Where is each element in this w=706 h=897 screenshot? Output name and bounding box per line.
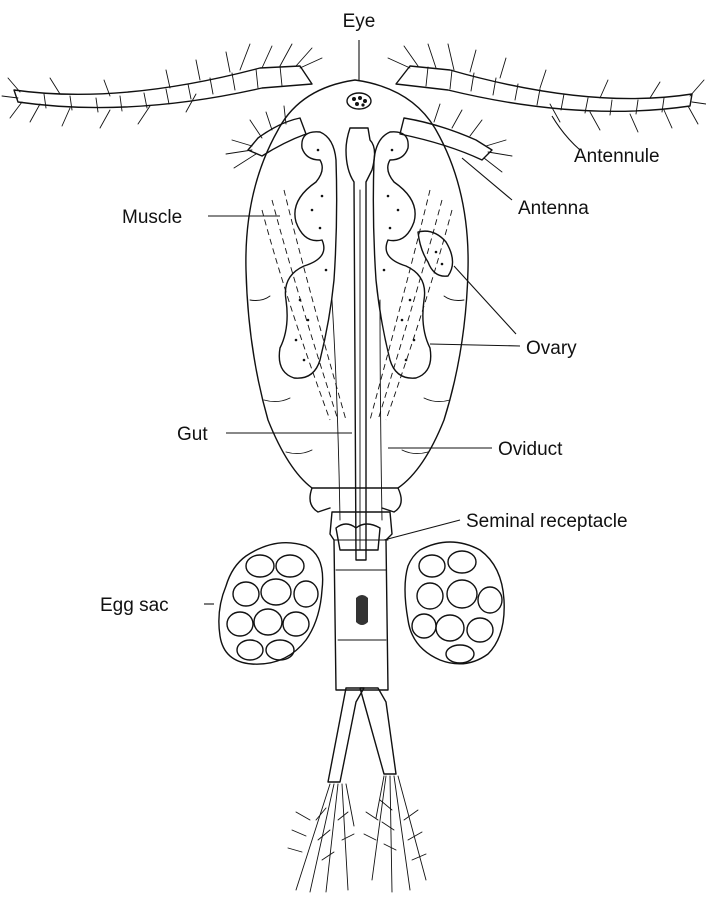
eye-structure (347, 93, 371, 109)
label-seminal-receptacle: Seminal receptacle (466, 511, 628, 532)
gut-structure (346, 128, 375, 560)
label-muscle: Muscle (122, 207, 182, 228)
label-ovary: Ovary (526, 338, 577, 359)
ovary-leader-lower (430, 344, 520, 346)
label-antenna: Antenna (518, 198, 589, 219)
label-antennule: Antennule (574, 146, 660, 167)
left-antenna (226, 106, 306, 168)
label-eye: Eye (343, 11, 376, 32)
antennule-leader (552, 116, 580, 150)
oviduct-structures (332, 300, 382, 520)
left-egg-sac (219, 543, 323, 664)
label-egg-sac: Egg sac (100, 595, 169, 616)
seminal-receptacle-leader (384, 520, 460, 540)
right-antenna (400, 104, 512, 172)
caudal-setae (288, 776, 426, 892)
antenna-leader (462, 158, 512, 200)
label-oviduct: Oviduct (498, 439, 563, 460)
right-antennule (388, 44, 706, 132)
urosome (328, 512, 396, 782)
right-egg-sac (405, 542, 504, 664)
body-outline (246, 80, 468, 512)
left-antennule (2, 44, 322, 128)
label-gut: Gut (177, 424, 208, 445)
